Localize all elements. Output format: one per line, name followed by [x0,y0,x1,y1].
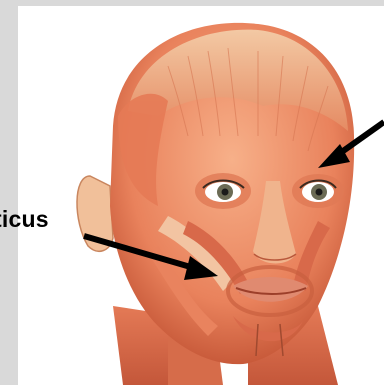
muscle-label-left: ticus [0,206,49,233]
image-panel [18,6,384,385]
right-eye [292,174,344,208]
left-eye [195,173,251,209]
facial-muscles-illustration [18,6,384,385]
